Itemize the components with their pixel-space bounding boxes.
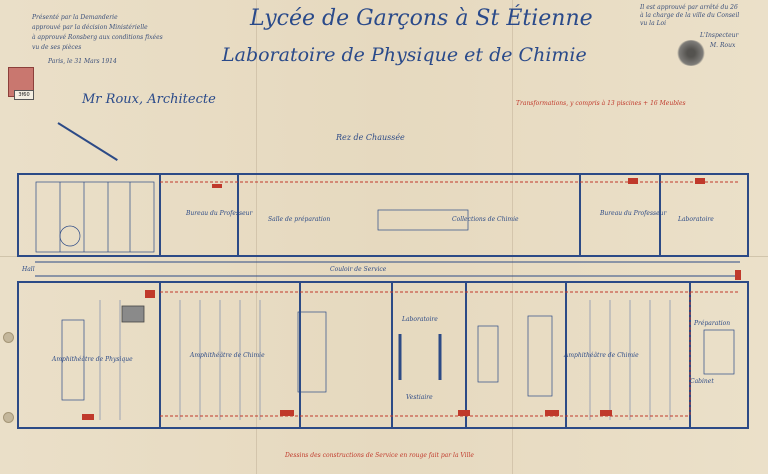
page-title: Lycée de Garçons à St Étienne [250,6,593,31]
red-note-top: Transformations, y compris à 13 piscines… [516,100,686,107]
binding-hole [3,412,14,423]
left-note-line: Présenté par la Demanderie [32,14,118,21]
right-note-line: à la charge de la ville du Conseil [640,12,740,19]
room-label: Cabinet [690,378,714,385]
right-note-line: Il est approuvé par arrêté du 26 [640,4,738,11]
room-label: Hall [22,266,35,273]
left-note-date: Paris, le 31 Mars 1914 [48,58,117,65]
room-label: Amphithéâtre de Physique [52,356,133,363]
right-note-line: M. Roux [710,42,736,49]
binding-hole [3,332,14,343]
stamp-value: 3f60 [14,90,34,100]
room-label: Préparation [694,320,731,327]
room-label: Bureau du Professeur [600,210,667,217]
corridor-label: Couloir de Service [330,266,387,273]
room-label: Bureau du Professeur [186,210,253,217]
floor-label: Rez de Chaussée [336,133,405,142]
fold-line [256,0,257,474]
left-note-line: vu de ses pièces [32,44,82,51]
room-label: Collections de Chimie [452,216,519,223]
left-note-line: approuvé par la décision Ministérielle [32,24,148,31]
red-note-bottom: Dessins des constructions de Service en … [285,452,474,459]
page-subtitle: Laboratoire de Physique et de Chimie [222,44,587,66]
fold-line [512,0,513,474]
left-note-line: à approuvé Ronsberg aux conditions fixée… [32,34,163,41]
room-label: Salle de préparation [268,216,331,223]
right-note-line: vu la Loi [640,20,667,27]
room-label: Amphithéâtre de Chimie [564,352,639,359]
architect-name: Mr Roux, Architecte [82,92,216,107]
room-label: Laboratoire [678,216,714,223]
room-label: Laboratoire [402,316,438,323]
room-label: Vestiaire [406,394,433,401]
room-label: Amphithéâtre de Chimie [190,352,265,359]
seal-icon [676,40,706,66]
right-note-line: L'Inspecteur [700,32,739,39]
